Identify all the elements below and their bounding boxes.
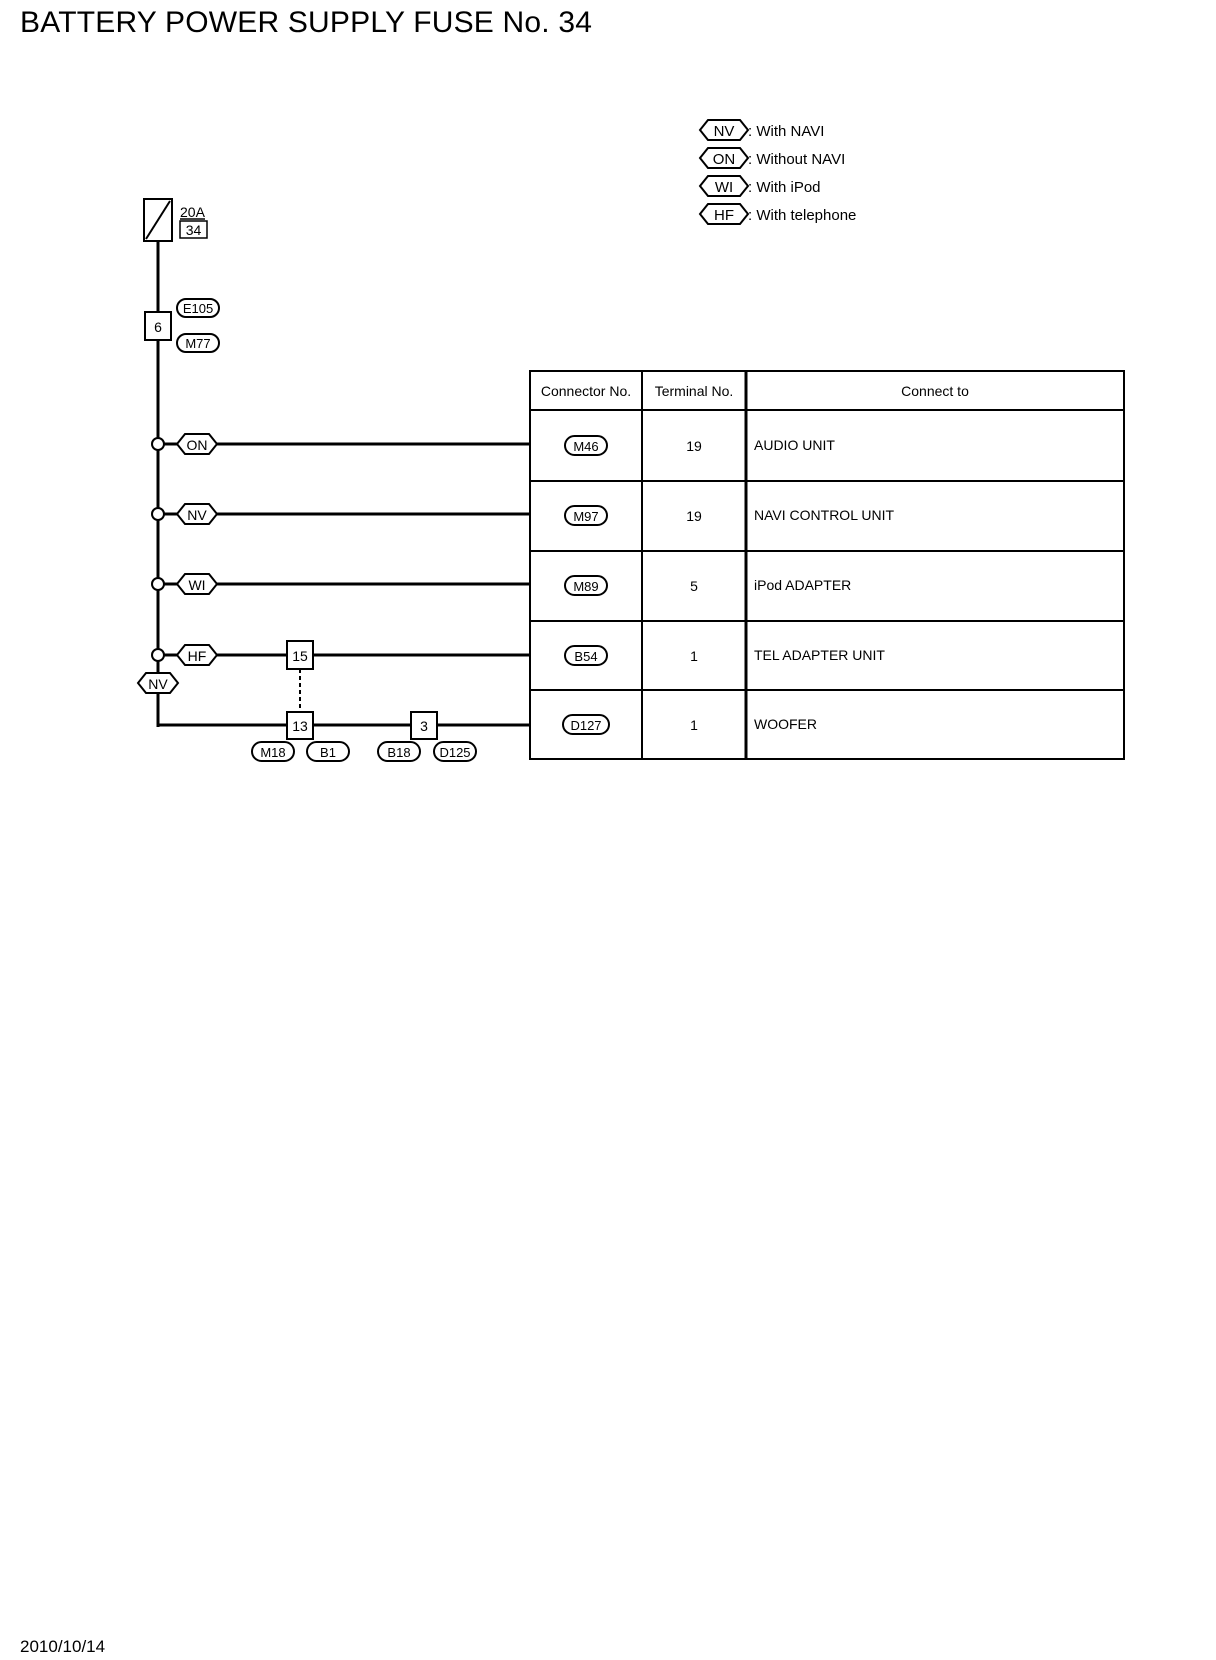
connector-tag <box>306 741 350 762</box>
terminal-number: 1 <box>690 648 698 664</box>
terminal-number: 3 <box>420 718 428 734</box>
hex-badge-icon <box>175 573 219 595</box>
connect-to: AUDIO UNIT <box>754 437 835 453</box>
legend-desc: : With iPod <box>748 179 821 196</box>
connector-tag <box>564 575 608 596</box>
table-frame <box>529 370 1125 760</box>
branch-woofer: 13 3 M18 B1 B18 D125 <box>157 711 530 762</box>
hex-badge-icon <box>175 503 219 525</box>
terminal-number: 15 <box>292 648 308 664</box>
table-row: M89 5 iPod ADAPTER <box>564 575 851 596</box>
splice-point <box>151 437 165 451</box>
legend-desc: : Without NAVI <box>748 151 845 168</box>
connector-label: D125 <box>439 745 470 760</box>
branch-condition: WI <box>188 577 205 593</box>
legend-desc: : With NAVI <box>748 123 824 140</box>
connection-table: Connector No. Terminal No. Connect to M4… <box>529 370 1125 760</box>
table-header: Connect to <box>901 383 969 399</box>
connector-label: B54 <box>574 649 597 664</box>
hex-badge-icon <box>136 672 180 694</box>
connector-tag <box>564 435 608 456</box>
fuse-number: 34 <box>186 222 202 238</box>
connect-to: NAVI CONTROL UNIT <box>754 507 894 523</box>
document-date: 2010/10/14 <box>20 1637 106 1656</box>
connector-tag <box>433 741 477 762</box>
branch-condition: NV <box>187 507 207 523</box>
hex-badge-icon <box>698 203 750 225</box>
page-title: BATTERY POWER SUPPLY FUSE No. 34 <box>20 6 593 39</box>
connector-label: B18 <box>387 745 410 760</box>
splice-point <box>151 577 165 591</box>
connector-tag <box>176 298 220 318</box>
connector-label: B1 <box>320 745 336 760</box>
table-header: Connector No. <box>541 383 631 399</box>
terminal-box <box>410 711 438 740</box>
terminal-number: 19 <box>686 508 702 524</box>
fuse-number-box <box>179 220 208 239</box>
legend-desc: : With telephone <box>748 207 856 224</box>
terminal-box <box>286 640 314 670</box>
splice-point <box>151 648 165 662</box>
connector-tag <box>564 645 608 666</box>
branch-hf: HF 15 <box>151 640 530 670</box>
hex-badge-icon <box>175 433 219 455</box>
legend-item-on: ON : Without NAVI <box>698 147 845 169</box>
terminal-number: 19 <box>686 438 702 454</box>
connector-label: M77 <box>185 336 210 351</box>
connector-tag <box>377 741 421 762</box>
table-row: M46 19 AUDIO UNIT <box>564 435 835 456</box>
table-header: Terminal No. <box>655 383 734 399</box>
branch-nv: NV <box>151 503 530 525</box>
terminal-number: 6 <box>154 319 162 335</box>
legend-item-wi: WI : With iPod <box>698 175 821 197</box>
legend-item-nv: NV : With NAVI <box>698 119 824 141</box>
terminal-box <box>286 711 314 740</box>
connector-label: M18 <box>260 745 285 760</box>
connect-to: TEL ADAPTER UNIT <box>754 647 885 663</box>
branch-wi: WI <box>151 573 530 595</box>
connector-label: M89 <box>573 579 598 594</box>
terminal-number: 1 <box>690 717 698 733</box>
legend-code: ON <box>713 151 736 168</box>
branch-condition: ON <box>187 437 208 453</box>
hex-badge-icon <box>698 147 750 169</box>
hex-badge-icon <box>698 175 750 197</box>
branch-condition: HF <box>188 648 207 664</box>
fuse: 20A 34 <box>143 198 208 242</box>
fuse-slash <box>145 200 171 240</box>
junction-connector: 6 E105 M77 <box>144 298 220 353</box>
legend-code: HF <box>714 207 734 224</box>
table-row: M97 19 NAVI CONTROL UNIT <box>564 505 894 526</box>
bottom-condition: NV <box>148 676 168 692</box>
connector-label: D127 <box>570 718 601 733</box>
table-row: B54 1 TEL ADAPTER UNIT <box>564 645 885 666</box>
connect-to: iPod ADAPTER <box>754 577 851 593</box>
connector-label: M46 <box>573 439 598 454</box>
fuse-rating: 20A <box>180 204 206 220</box>
table-row: D127 1 WOOFER <box>562 714 817 735</box>
hex-badge-icon <box>698 119 750 141</box>
connector-tag <box>176 333 220 353</box>
legend-code: WI <box>715 179 733 196</box>
connector-tag <box>564 505 608 526</box>
terminal-number: 13 <box>292 718 308 734</box>
terminal-box <box>144 311 172 341</box>
splice-point <box>151 507 165 521</box>
hex-badge-icon <box>175 644 219 666</box>
terminal-number: 5 <box>690 578 698 594</box>
connector-label: E105 <box>183 301 213 316</box>
connector-tag <box>562 714 610 735</box>
connect-to: WOOFER <box>754 716 817 732</box>
connector-tag <box>251 741 295 762</box>
legend-code: NV <box>714 123 735 140</box>
connector-label: M97 <box>573 509 598 524</box>
legend-item-hf: HF : With telephone <box>698 203 856 225</box>
branch-on: ON <box>151 433 530 455</box>
legend: NV : With NAVI ON : Without NAVI WI : Wi… <box>698 119 856 225</box>
